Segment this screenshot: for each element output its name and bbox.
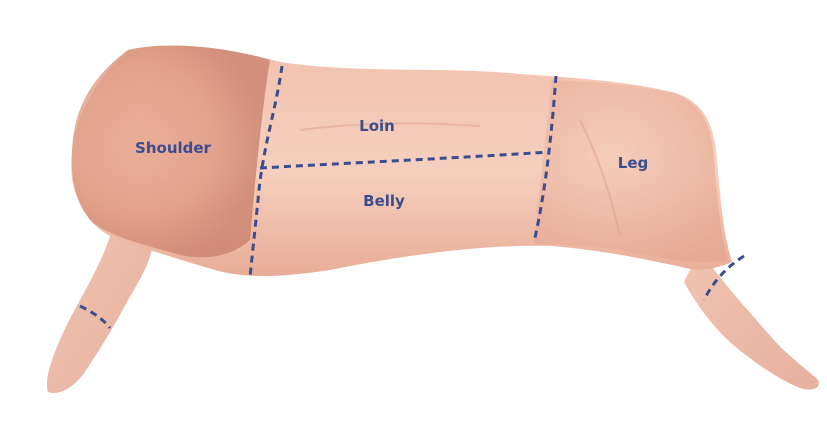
label-shoulder: Shoulder: [135, 139, 212, 157]
rear-trotter: [684, 250, 819, 390]
front-trotter: [47, 230, 152, 393]
label-loin: Loin: [359, 117, 395, 135]
label-belly: Belly: [363, 192, 405, 210]
label-leg: Leg: [618, 154, 648, 172]
